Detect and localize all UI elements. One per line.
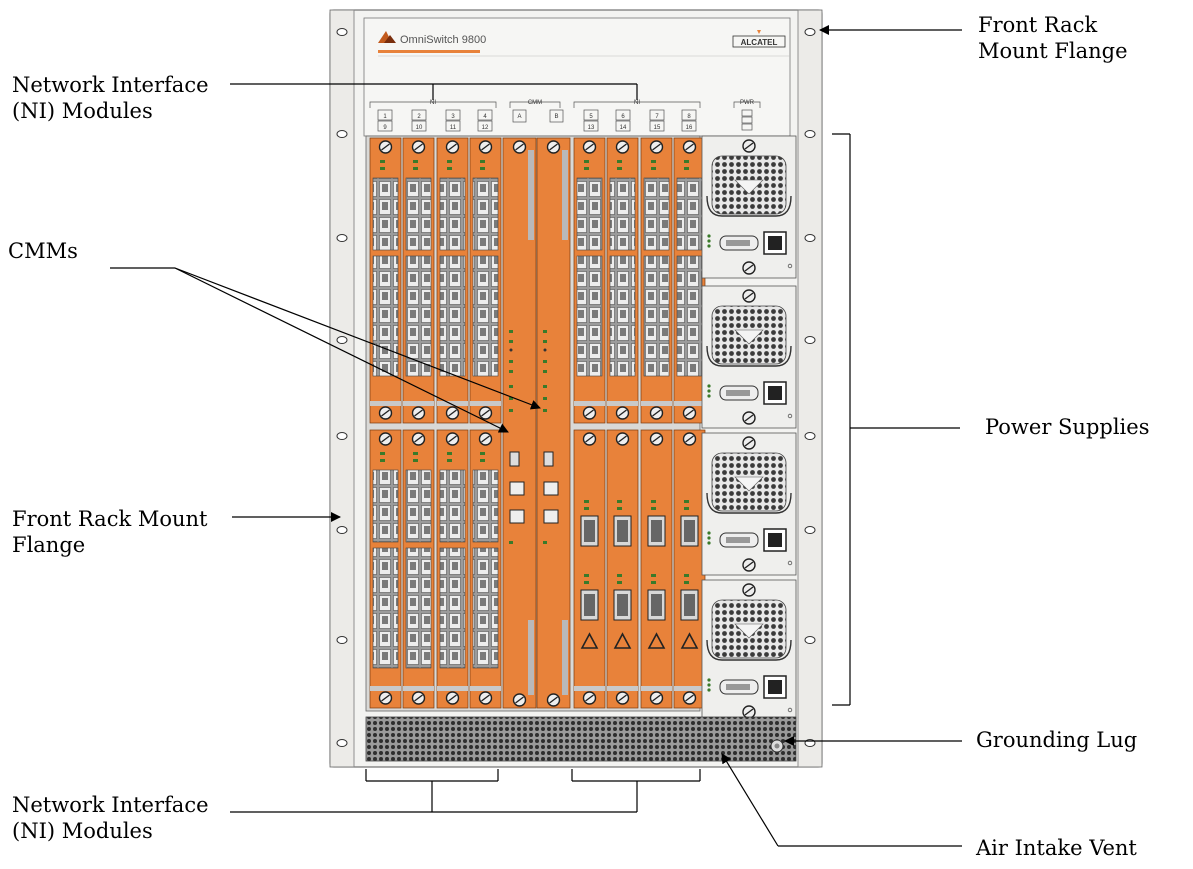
slot-number: 13 bbox=[588, 125, 595, 131]
ni-module-copper bbox=[641, 138, 672, 423]
mount-hole-icon bbox=[337, 740, 347, 747]
mount-hole-icon bbox=[805, 337, 815, 344]
ni-module-copper bbox=[437, 430, 468, 708]
power-supply bbox=[702, 286, 796, 428]
ni-label-left: NI bbox=[430, 100, 436, 106]
ni-module-copper bbox=[607, 138, 638, 423]
slot-number: 11 bbox=[450, 125, 457, 131]
cmm-label: CMM bbox=[528, 100, 542, 106]
ni-module-copper bbox=[403, 430, 434, 708]
mount-hole-icon bbox=[805, 637, 815, 644]
ni-module-copper bbox=[403, 138, 434, 423]
grounding-lug-icon bbox=[771, 740, 783, 752]
cmm-module bbox=[537, 138, 570, 708]
slot-number: 14 bbox=[620, 125, 627, 131]
model-label: OmniSwitch 9800 bbox=[400, 34, 486, 46]
module-bays bbox=[366, 136, 705, 711]
mount-hole-icon bbox=[805, 29, 815, 36]
ni-module-fiber bbox=[674, 430, 705, 708]
power-supply bbox=[702, 433, 796, 575]
ni-module-copper bbox=[674, 138, 705, 423]
ni-module-copper bbox=[370, 430, 401, 708]
cmm-slot-b: B bbox=[554, 114, 558, 120]
right-rack-flange bbox=[798, 10, 822, 767]
cmm-slot-a: A bbox=[517, 114, 521, 120]
svg-text:ALCATEL: ALCATEL bbox=[741, 38, 778, 47]
mount-hole-icon bbox=[337, 235, 347, 242]
ni-module-copper bbox=[470, 138, 501, 423]
ni-label-right: NI bbox=[634, 100, 640, 106]
mount-hole-icon bbox=[337, 29, 347, 36]
mount-hole-icon bbox=[805, 131, 815, 138]
ni-module-fiber bbox=[641, 430, 672, 708]
ni-module-fiber bbox=[607, 430, 638, 708]
ni-module-copper bbox=[437, 138, 468, 423]
left-rack-flange bbox=[330, 10, 354, 767]
slot-number: 15 bbox=[654, 125, 661, 131]
mount-hole-icon bbox=[805, 235, 815, 242]
mount-hole-icon bbox=[805, 527, 815, 534]
cmm-module bbox=[503, 138, 536, 708]
mount-hole-icon bbox=[337, 131, 347, 138]
ni-module-copper bbox=[574, 138, 605, 423]
mount-hole-icon bbox=[337, 337, 347, 344]
mount-hole-icon bbox=[337, 433, 347, 440]
power-supply bbox=[702, 136, 796, 278]
air-intake-vent bbox=[366, 717, 796, 761]
mount-hole-icon bbox=[337, 637, 347, 644]
mount-hole-icon bbox=[805, 433, 815, 440]
mount-hole-icon bbox=[337, 527, 347, 534]
slot-number: 16 bbox=[686, 125, 693, 131]
ni-module-fiber bbox=[574, 430, 605, 708]
model-underline bbox=[378, 50, 480, 53]
ni-module-copper bbox=[370, 138, 401, 423]
ni-module-copper bbox=[470, 430, 501, 708]
slot-number: 10 bbox=[416, 125, 423, 131]
slot-number: 12 bbox=[482, 125, 489, 131]
pwr-label: PWR bbox=[740, 100, 755, 106]
power-supply bbox=[702, 580, 796, 722]
